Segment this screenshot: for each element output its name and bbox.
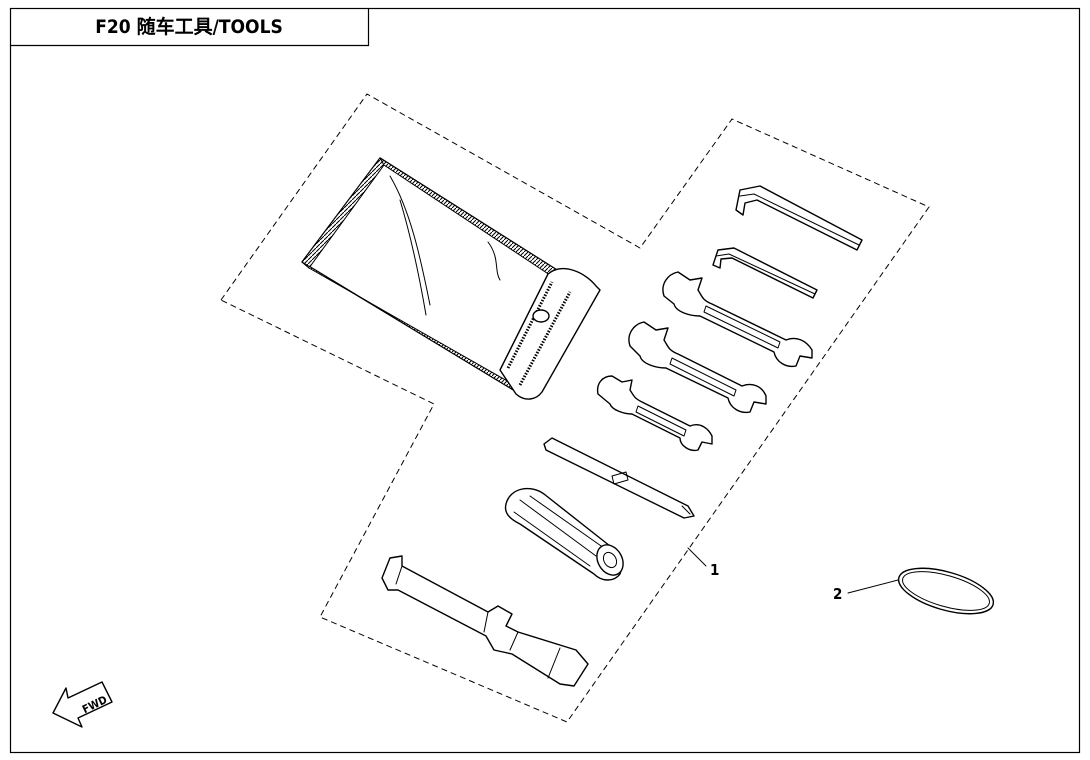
title-box: F20 随车工具/TOOLS (10, 8, 370, 47)
fwd-arrow: FWD (52, 681, 113, 728)
screwdriver-handle (504, 487, 624, 581)
open-end-wrench-small (596, 375, 713, 452)
tool-pouch (301, 157, 601, 400)
callout-1: 1 (687, 547, 719, 579)
o-ring (897, 567, 995, 615)
hex-key-small (712, 247, 818, 299)
spark-plug-wrench (381, 555, 589, 687)
callout-1-label: 1 (710, 561, 719, 579)
kit-boundary (220, 93, 930, 723)
screwdriver-bit (543, 437, 695, 519)
open-end-wrench-medium (628, 321, 767, 414)
outer-frame (9, 7, 1081, 754)
callout-2-label: 2 (833, 585, 842, 603)
page-title: F20 随车工具/TOOLS (95, 15, 283, 38)
hex-key-large (735, 185, 863, 251)
callout-2: 2 (833, 579, 899, 603)
open-end-wrench-large (662, 271, 813, 368)
